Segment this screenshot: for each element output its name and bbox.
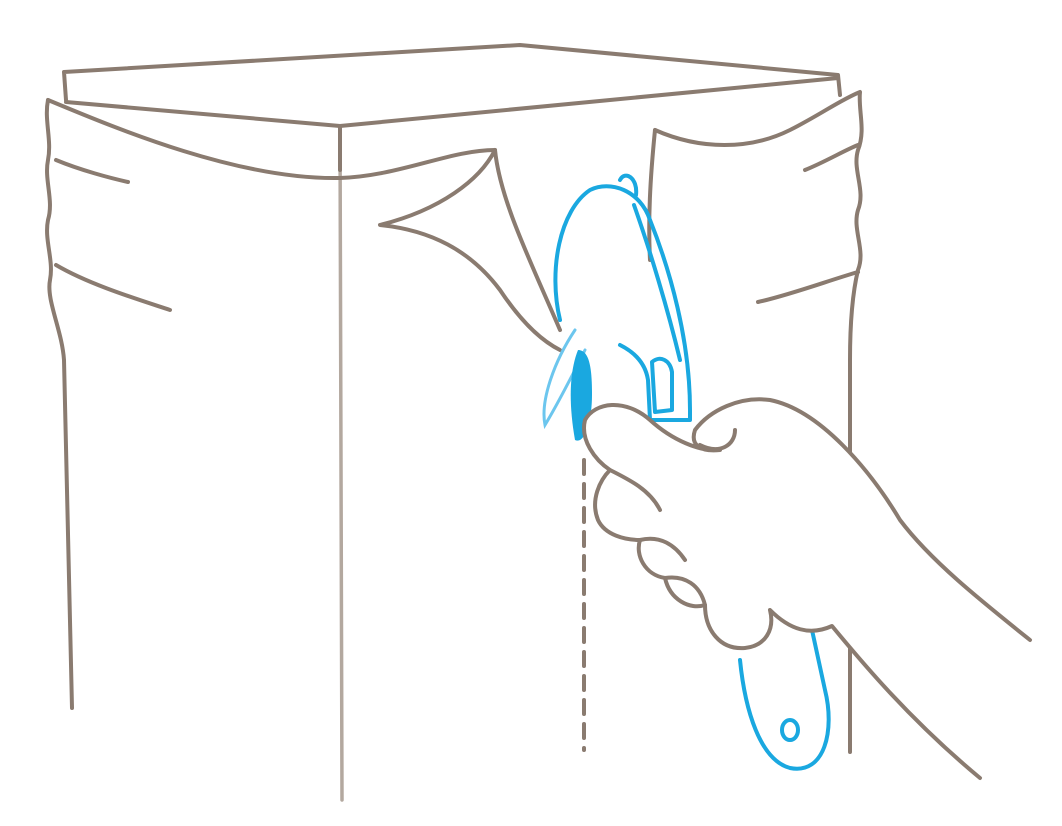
box-vertical-edge	[338, 124, 344, 802]
cutter-handle	[738, 628, 831, 771]
wrap-left-top	[46, 98, 497, 181]
wrap-left-side	[44, 98, 74, 710]
hand-finger-lines	[608, 428, 737, 607]
wrap-right-fold	[756, 143, 860, 304]
hand-outline	[582, 397, 1032, 780]
box-top-front-edge	[64, 100, 342, 128]
box-cutter	[542, 173, 831, 771]
cutter-slider	[618, 173, 682, 414]
box-top-face	[62, 43, 842, 128]
cutter-hole-icon	[780, 718, 800, 742]
box	[62, 43, 842, 802]
cutter-body	[553, 184, 692, 422]
wrap-right-cut-edge	[647, 128, 657, 262]
hand	[582, 397, 1032, 780]
wrap-torn-flap	[378, 148, 562, 352]
wrap-left-fold	[54, 158, 172, 312]
